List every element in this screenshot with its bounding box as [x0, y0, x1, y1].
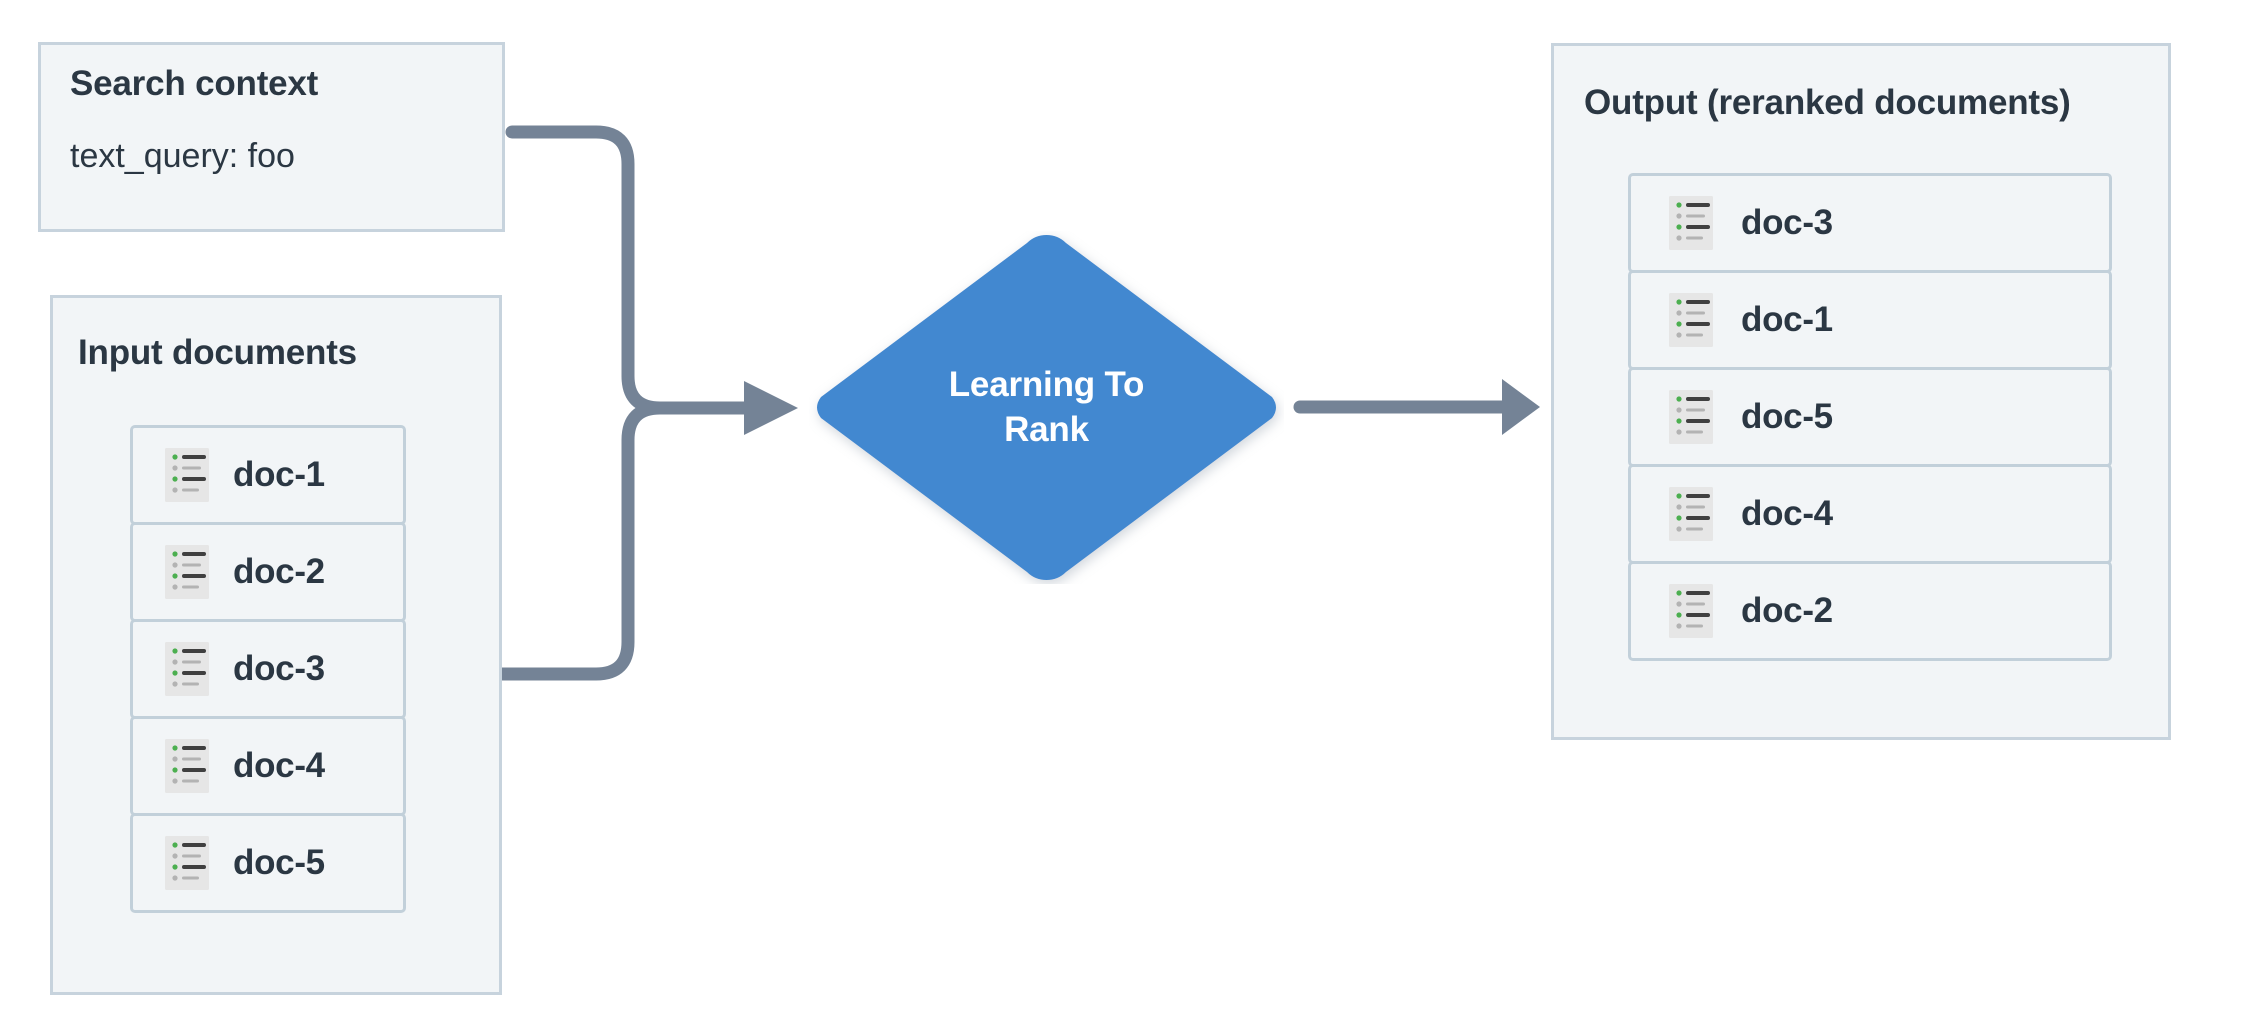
document-row-label: doc-1	[233, 455, 325, 494]
diamond-shape	[817, 235, 1276, 580]
document-row-label: doc-5	[1741, 397, 1833, 436]
document-list-icon	[1667, 291, 1715, 349]
document-row[interactable]: doc-4	[1628, 464, 2112, 564]
arrowhead-into-ltr	[744, 381, 798, 435]
document-row-label: doc-5	[233, 843, 325, 882]
document-row[interactable]: doc-3	[130, 619, 406, 719]
document-row-label: doc-3	[233, 649, 325, 688]
document-row[interactable]: doc-2	[1628, 561, 2112, 661]
arrowhead-into-output	[1502, 379, 1540, 435]
document-list-icon	[163, 640, 211, 698]
output-panel-title: Output (reranked documents)	[1584, 83, 2071, 122]
search-context-panel	[38, 42, 505, 232]
search-context-title: Search context	[70, 64, 319, 103]
input-documents-title: Input documents	[78, 333, 357, 372]
output-document-list: doc-3 doc-1 doc-5 doc-4 doc-2	[1628, 173, 2112, 669]
document-list-icon	[163, 737, 211, 795]
document-row[interactable]: doc-1	[130, 425, 406, 525]
connector-search-context-to-ltr	[505, 125, 751, 415]
document-row[interactable]: doc-2	[130, 522, 406, 622]
document-row-label: doc-2	[233, 552, 325, 591]
document-row[interactable]: doc-1	[1628, 270, 2112, 370]
document-row[interactable]: doc-3	[1628, 173, 2112, 273]
document-row-label: doc-4	[233, 746, 325, 785]
document-list-icon	[1667, 194, 1715, 252]
document-list-icon	[1667, 582, 1715, 640]
document-row-label: doc-2	[1741, 591, 1833, 630]
document-row-label: doc-3	[1741, 203, 1833, 242]
document-list-icon	[163, 446, 211, 504]
search-context-query-value: text_query: foo	[70, 137, 295, 175]
document-list-icon	[163, 543, 211, 601]
document-row[interactable]: doc-4	[130, 716, 406, 816]
document-row-label: doc-4	[1741, 494, 1833, 533]
document-list-icon	[163, 834, 211, 892]
document-list-icon	[1667, 388, 1715, 446]
connector-input-documents-to-ltr	[495, 401, 751, 681]
input-document-list: doc-1 doc-2 doc-3 doc-4 doc-5	[130, 425, 406, 919]
document-row-label: doc-1	[1741, 300, 1833, 339]
learning-to-rank-node[interactable]: Learning To Rank	[809, 231, 1284, 584]
document-row[interactable]: doc-5	[130, 813, 406, 913]
document-row[interactable]: doc-5	[1628, 367, 2112, 467]
document-list-icon	[1667, 485, 1715, 543]
